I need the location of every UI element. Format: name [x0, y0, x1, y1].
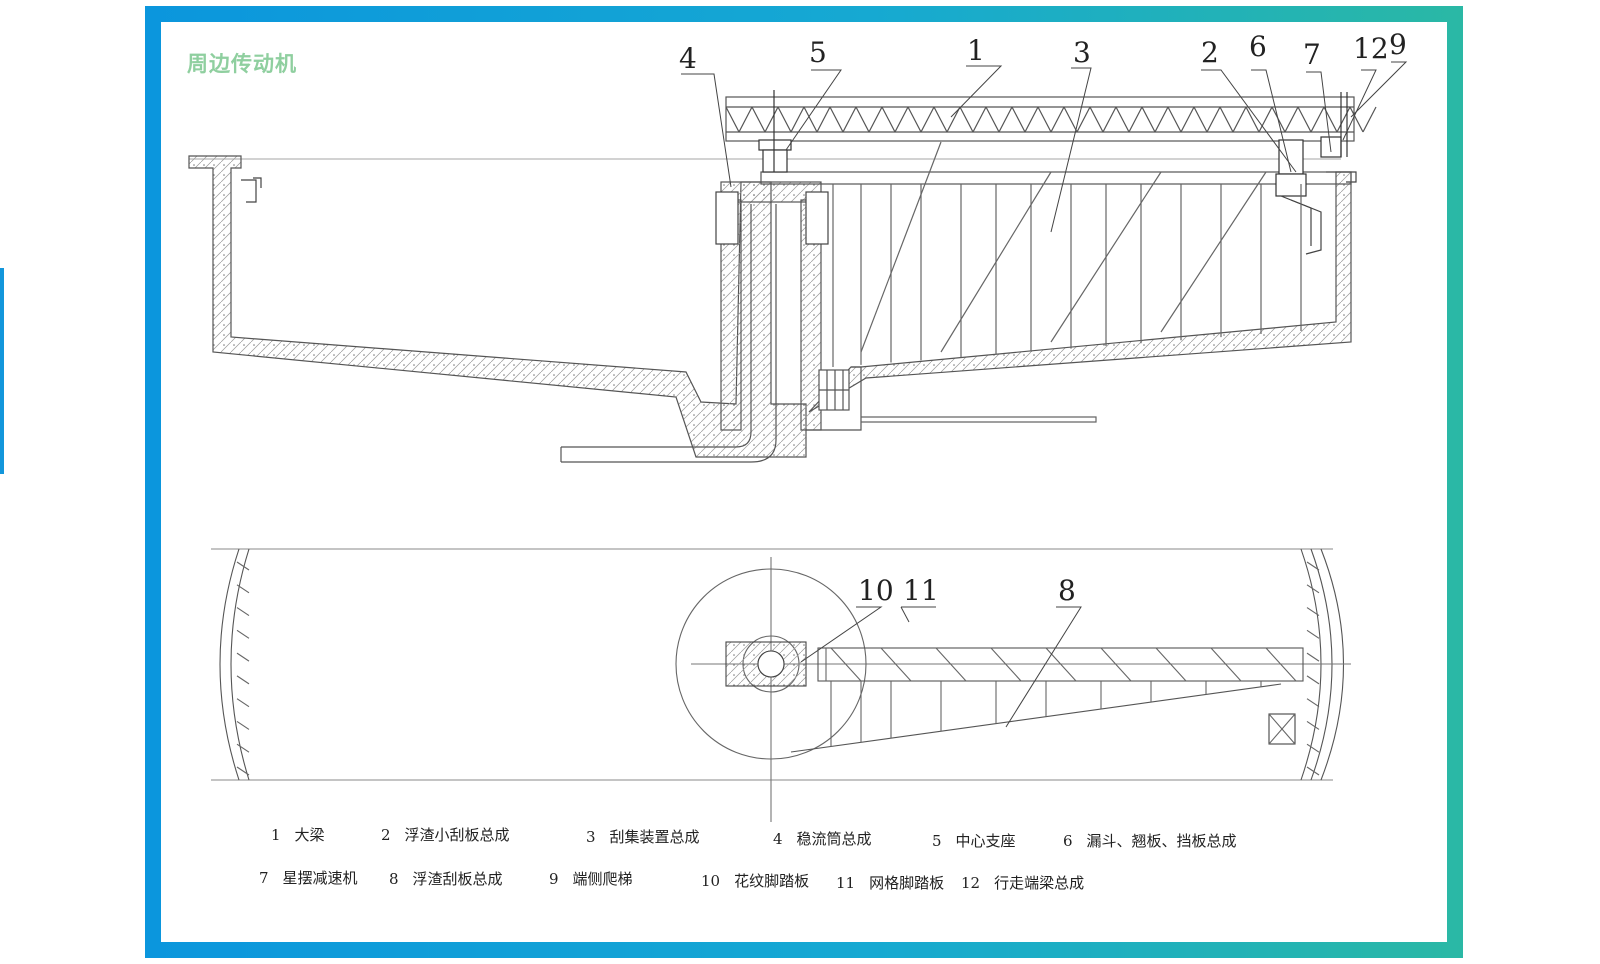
- scraper-assembly: [832, 141, 1302, 367]
- scum-scraper-line: [790, 683, 1282, 753]
- callout-12: 12: [1353, 32, 1389, 65]
- left-accent-bar: [0, 268, 4, 474]
- drawing-panel: 周边传动机: [161, 22, 1447, 942]
- end-drive: [1278, 139, 1304, 175]
- center-drive: [758, 139, 792, 151]
- callout-6: 6: [1249, 30, 1267, 63]
- center-well-circle: [675, 568, 867, 760]
- right-tank-floor: [808, 171, 1352, 413]
- callout-7: 7: [1303, 38, 1321, 71]
- engineering-drawing: 4 5 1 3 2 6 7 12 9 10 11 8: [188, 28, 1408, 822]
- left-tank-wall: [188, 155, 807, 458]
- callout-9: 9: [1389, 28, 1407, 61]
- callout-10: 10: [858, 574, 894, 607]
- stabilizer-left: [715, 191, 739, 245]
- callout-3: 3: [1073, 36, 1091, 69]
- main-beam: [760, 171, 1352, 185]
- callout-8: 8: [1058, 574, 1076, 607]
- section-view: [188, 90, 1377, 463]
- callout-1: 1: [967, 34, 985, 67]
- gradient-frame: 周边传动机: [145, 6, 1463, 958]
- callout-5: 5: [809, 36, 827, 69]
- bridge-truss: [725, 96, 1377, 142]
- callout-11: 11: [903, 574, 939, 607]
- page-title: 周边传动机: [187, 52, 297, 76]
- stabilizer-right: [805, 191, 829, 245]
- end-ladder: [1268, 713, 1296, 745]
- callout-4: 4: [679, 42, 697, 75]
- bridge-plan: [817, 647, 1304, 682]
- callout-2: 2: [1201, 36, 1219, 69]
- plan-view: [211, 548, 1351, 822]
